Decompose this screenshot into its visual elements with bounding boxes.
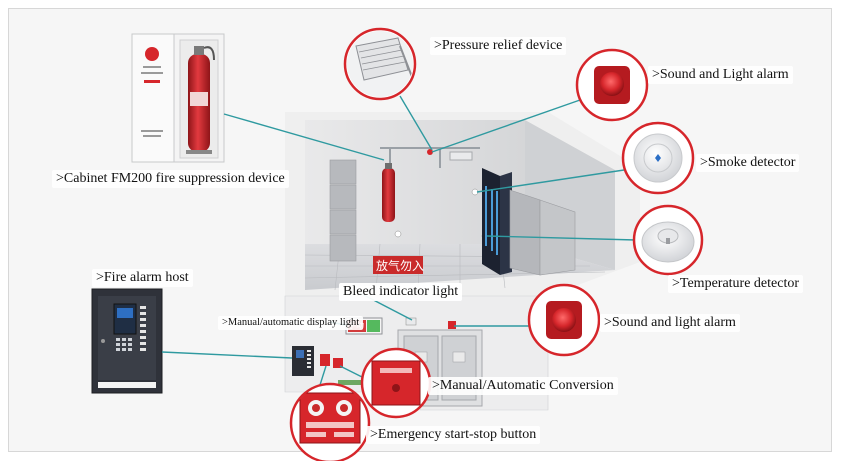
cabinet-valve [194, 46, 204, 55]
label-manual-auto-conversion: >Manual/Automatic Conversion [428, 377, 618, 395]
label-pressure-relief: >Pressure relief device [430, 37, 567, 55]
door-alarm-box [448, 321, 456, 329]
no-entry-sign [373, 256, 423, 274]
leader-host [161, 351, 293, 359]
host-screen [296, 350, 304, 358]
host-keypad [116, 338, 132, 351]
leader-alarm-top [431, 99, 581, 153]
sound-light-alarm-top-callout [575, 48, 649, 122]
emergency-button-callout [289, 382, 371, 461]
cylinder-valve [385, 163, 392, 169]
leader-conversion [339, 365, 365, 379]
sound-light-alarm-mid-callout [527, 283, 601, 357]
cylinder-base [186, 150, 212, 154]
host-buttons [307, 350, 311, 368]
cabinet-hose [203, 46, 215, 61]
cabinet-fm200-device [131, 33, 225, 163]
manual-auto-conversion-callout [360, 347, 432, 419]
auto-light [367, 320, 380, 332]
label-bleed-indicator: Bleed indicator light [339, 283, 463, 301]
no-entry-sign-text: 放气勿入 [376, 259, 425, 273]
room-model [284, 112, 640, 411]
leader-temp [486, 235, 637, 241]
label-sound-light-alarm-top: >Sound and Light alarm [648, 66, 793, 84]
ceiling-alarm-dot [427, 149, 433, 155]
leader-smoke [476, 169, 625, 193]
pressure-relief-callout [343, 27, 417, 101]
label-cabinet-device: >Cabinet FM200 fire suppression device [52, 170, 289, 188]
label-emergency-button: >Emergency start-stop button [366, 426, 541, 444]
wall-strip [338, 380, 362, 385]
left-cabinets [329, 159, 357, 262]
label-temperature-detector: >Temperature detector [668, 275, 804, 293]
host-lock [101, 339, 105, 343]
cabinet-logo [145, 47, 159, 61]
leader-pressure [399, 95, 433, 151]
leader-cabinet [223, 113, 385, 161]
wall-conversion-box [333, 358, 343, 368]
host-brand-strip [98, 382, 156, 388]
wall-emergency-box [320, 354, 330, 366]
ceiling-detector-dot [394, 230, 402, 238]
bleed-light-box [405, 317, 417, 326]
host-lcd-screen [117, 308, 133, 318]
label-fire-alarm-host: >Fire alarm host [92, 269, 193, 287]
cabinet-door-text [141, 66, 163, 137]
leader-emergency [319, 365, 327, 386]
temperature-detector-callout [632, 204, 704, 276]
cylinder-label [190, 92, 208, 106]
fire-alarm-host-device [91, 288, 163, 394]
label-manual-auto-display: >Manual/automatic display light [218, 316, 364, 330]
door-window-right [452, 351, 466, 363]
ceiling-pendant [449, 151, 473, 161]
label-sound-light-alarm-mid: >Sound and light alarm [600, 314, 740, 332]
back-wall [305, 120, 525, 244]
room-fm200-cylinder [382, 168, 395, 222]
smoke-detector-callout [621, 121, 695, 195]
label-smoke-detector: >Smoke detector [696, 154, 800, 172]
host-indicator-column [140, 306, 146, 351]
